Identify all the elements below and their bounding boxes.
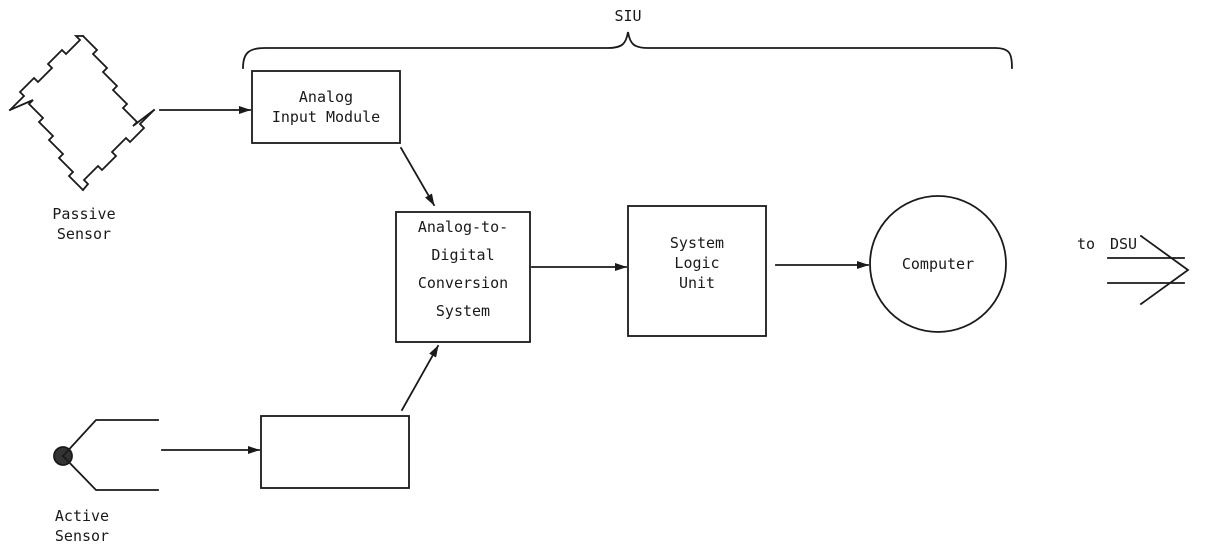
siu-brace bbox=[242, 31, 1013, 69]
dsu-label: DSU bbox=[1110, 235, 1138, 253]
active-sensor-line1: Active bbox=[54, 507, 110, 525]
passive-sensor-bridge-icon bbox=[8, 34, 156, 192]
active-sensor-line2: Sensor bbox=[54, 527, 110, 545]
passive-sensor-line2: Sensor bbox=[56, 225, 112, 243]
computer-label: Computer bbox=[901, 255, 975, 273]
active-sensor-probe-icon bbox=[53, 419, 159, 491]
to-label: to bbox=[1077, 235, 1096, 253]
active-sensor-label: Active Sensor bbox=[14, 506, 150, 546]
adc-label: Analog-to- Digital Conversion System bbox=[396, 217, 530, 321]
adc-line1: Analog-to- bbox=[417, 218, 509, 236]
adc-box bbox=[395, 211, 531, 343]
analog-input-top-line1: Analog bbox=[298, 88, 354, 106]
siu-label: SIU bbox=[614, 7, 642, 25]
analog-input-module-top-label: Analog Input Module bbox=[252, 87, 400, 127]
analog-input-module-bottom-box bbox=[260, 415, 410, 489]
analog-input-module-top-box bbox=[251, 70, 401, 144]
logic-unit-line3: Unit bbox=[678, 274, 716, 292]
logic-unit-box bbox=[627, 205, 767, 337]
adc-line2: Digital bbox=[431, 246, 495, 264]
logic-unit-line2: Logic bbox=[674, 254, 720, 272]
dsu-output-double-arrow bbox=[1107, 234, 1190, 306]
arrow-bottommodule-to-adc bbox=[400, 344, 440, 412]
logic-unit-line1: System bbox=[669, 234, 725, 252]
analog-input-top-line2: Input Module bbox=[271, 108, 381, 126]
logic-unit-label: System Logic Unit bbox=[628, 233, 766, 293]
adc-line4: System bbox=[435, 302, 491, 320]
passive-sensor-line1: Passive bbox=[52, 205, 116, 223]
arrow-topmodule-to-adc bbox=[399, 146, 436, 207]
adc-line3: Conversion bbox=[417, 274, 509, 292]
computer-circle bbox=[869, 195, 1007, 333]
passive-sensor-label: Passive Sensor bbox=[14, 204, 154, 244]
